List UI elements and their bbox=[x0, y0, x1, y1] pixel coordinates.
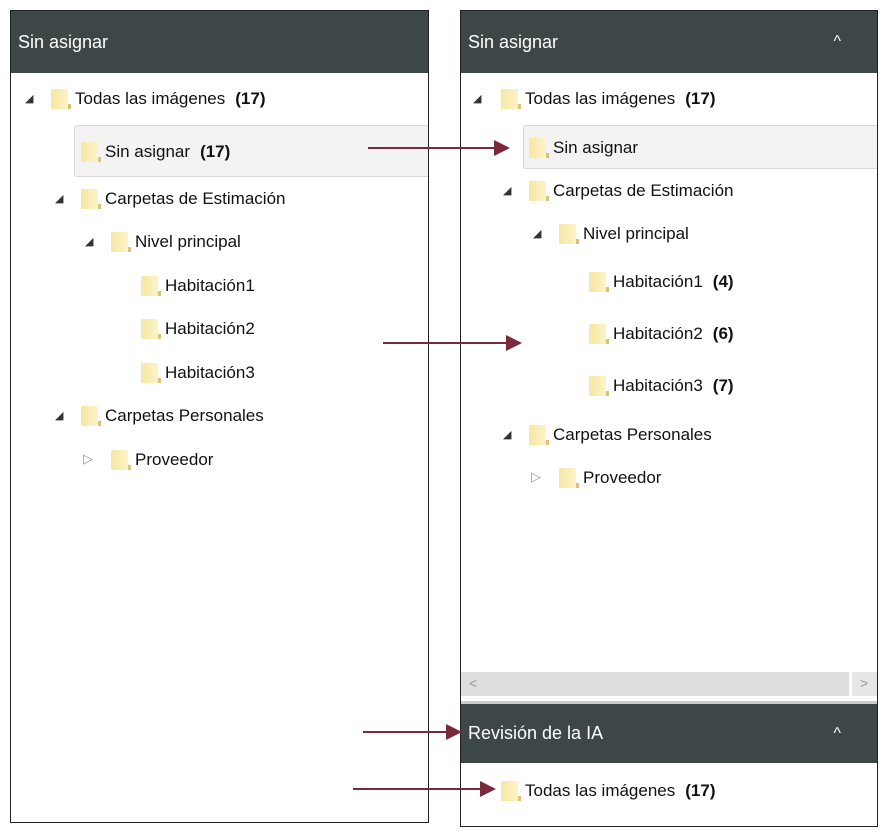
expanded-icon[interactable]: ◢ bbox=[503, 429, 512, 441]
label: Carpetas Personales bbox=[553, 425, 712, 444]
label: Sin asignar bbox=[553, 138, 639, 157]
expanded-icon[interactable]: ◢ bbox=[25, 93, 34, 105]
expanded-icon[interactable]: ◢ bbox=[473, 93, 482, 105]
chevron-up-icon[interactable]: ^ bbox=[833, 724, 841, 742]
folder-icon bbox=[589, 272, 609, 292]
ai-review-all-images[interactable]: Todas las imágenes (17) bbox=[501, 779, 716, 803]
panel-header[interactable]: Sin asignar ^ bbox=[461, 11, 877, 73]
right-panel: Sin asignar ^ ◢ Todas las imágenes (17) Si… bbox=[460, 10, 878, 827]
tree-item-personal-folders[interactable]: Carpetas Personales bbox=[529, 423, 712, 447]
scroll-right-icon[interactable]: > bbox=[860, 675, 869, 691]
label: Todas las imágenes bbox=[525, 781, 676, 800]
folder-icon bbox=[529, 181, 549, 201]
ai-review-header[interactable]: Revisión de la IA ^ bbox=[461, 704, 877, 763]
collapsed-icon[interactable]: ▷ bbox=[83, 451, 93, 466]
label: Habitación2 bbox=[165, 319, 255, 338]
tree-item-unassigned[interactable]: Sin asignar (17) bbox=[81, 140, 230, 164]
folder-icon bbox=[81, 406, 101, 426]
tree-item-room2[interactable]: Habitación2 bbox=[141, 317, 255, 341]
folder-icon bbox=[559, 468, 579, 488]
horizontal-scrollbar[interactable]: < bbox=[461, 672, 849, 696]
count: (17) bbox=[685, 89, 716, 108]
panel-title: Sin asignar bbox=[18, 31, 109, 52]
divider bbox=[461, 701, 877, 704]
folder-icon bbox=[141, 319, 161, 339]
tree-item-all-images[interactable]: Todas las imágenes (17) bbox=[501, 87, 716, 111]
label: Habitación3 bbox=[165, 363, 255, 382]
label: Todas las imágenes bbox=[75, 89, 226, 108]
panel-title: Sin asignar bbox=[468, 31, 559, 52]
count: (17) bbox=[200, 142, 231, 161]
label: Todas las imágenes bbox=[525, 89, 676, 108]
folder-icon bbox=[111, 450, 131, 470]
tree-item-unassigned[interactable]: Sin asignar bbox=[529, 136, 638, 160]
chevron-up-icon[interactable]: ^ bbox=[833, 33, 841, 50]
folder-icon bbox=[529, 425, 549, 445]
tree-item-all-images[interactable]: Todas las imágenes (17) bbox=[51, 87, 266, 111]
count: (17) bbox=[685, 781, 716, 800]
annotation-arrow bbox=[383, 335, 522, 351]
label: Carpetas de Estimación bbox=[553, 181, 734, 200]
label: Habitación3 bbox=[613, 376, 703, 395]
folder-icon bbox=[81, 189, 101, 209]
label: Carpetas Personales bbox=[105, 406, 264, 425]
folder-icon bbox=[529, 138, 549, 158]
scroll-right-button[interactable]: > bbox=[852, 672, 877, 696]
tree-item-personal-folders[interactable]: Carpetas Personales bbox=[81, 404, 264, 428]
left-panel: Sin asignar ◢ Todas las imágenes (17) Sin… bbox=[10, 10, 429, 823]
expanded-icon[interactable]: ◢ bbox=[85, 236, 94, 248]
annotation-arrow bbox=[353, 781, 496, 797]
label: Sin asignar bbox=[105, 142, 191, 161]
tree-item-main-level[interactable]: Nivel principal bbox=[111, 230, 241, 254]
folder-icon bbox=[589, 376, 609, 396]
count: (17) bbox=[235, 89, 266, 108]
tree-item-provider[interactable]: Proveedor bbox=[559, 466, 661, 490]
tree-item-room3[interactable]: Habitación3 (7) bbox=[589, 374, 734, 398]
label: Proveedor bbox=[135, 450, 214, 469]
label: Habitación2 bbox=[613, 324, 703, 343]
label: Habitación1 bbox=[165, 276, 255, 295]
tree-item-room3[interactable]: Habitación3 bbox=[141, 361, 255, 385]
tree-item-room1[interactable]: Habitación1 (4) bbox=[589, 270, 734, 294]
collapsed-icon[interactable]: ▷ bbox=[531, 469, 541, 484]
folder-icon bbox=[501, 89, 521, 109]
count: (4) bbox=[712, 272, 734, 291]
expanded-icon[interactable]: ◢ bbox=[533, 228, 542, 240]
selected-highlight bbox=[523, 125, 877, 169]
tree-item-estimate-folders[interactable]: Carpetas de Estimación bbox=[529, 179, 733, 203]
label: Habitación1 bbox=[613, 272, 703, 291]
label: Nivel principal bbox=[135, 232, 241, 251]
panel-header[interactable]: Sin asignar bbox=[11, 11, 428, 73]
folder-icon bbox=[51, 89, 71, 109]
count: (7) bbox=[712, 376, 734, 395]
count: (6) bbox=[712, 324, 734, 343]
tree-item-room1[interactable]: Habitación1 bbox=[141, 274, 255, 298]
tree-item-estimate-folders[interactable]: Carpetas de Estimación bbox=[81, 187, 285, 211]
annotation-arrow bbox=[368, 140, 510, 156]
tree-item-room2[interactable]: Habitación2 (6) bbox=[589, 322, 734, 346]
folder-icon bbox=[501, 781, 521, 801]
label: Carpetas de Estimación bbox=[105, 189, 286, 208]
annotation-arrow bbox=[363, 724, 462, 740]
folder-icon bbox=[141, 363, 161, 383]
tree-item-provider[interactable]: Proveedor bbox=[111, 448, 213, 472]
label: Proveedor bbox=[583, 468, 662, 487]
folder-icon bbox=[141, 276, 161, 296]
folder-icon bbox=[111, 232, 131, 252]
selected-highlight bbox=[74, 125, 428, 177]
expanded-icon[interactable]: ◢ bbox=[55, 410, 64, 422]
folder-icon bbox=[559, 224, 579, 244]
folder-icon bbox=[589, 324, 609, 344]
expanded-icon[interactable]: ◢ bbox=[503, 185, 512, 197]
expanded-icon[interactable]: ◢ bbox=[55, 193, 64, 205]
label: Nivel principal bbox=[583, 224, 689, 243]
tree-item-main-level[interactable]: Nivel principal bbox=[559, 222, 689, 246]
section-title: Revisión de la IA bbox=[468, 723, 604, 743]
scroll-left-icon[interactable]: < bbox=[469, 675, 478, 691]
folder-icon bbox=[81, 142, 101, 162]
